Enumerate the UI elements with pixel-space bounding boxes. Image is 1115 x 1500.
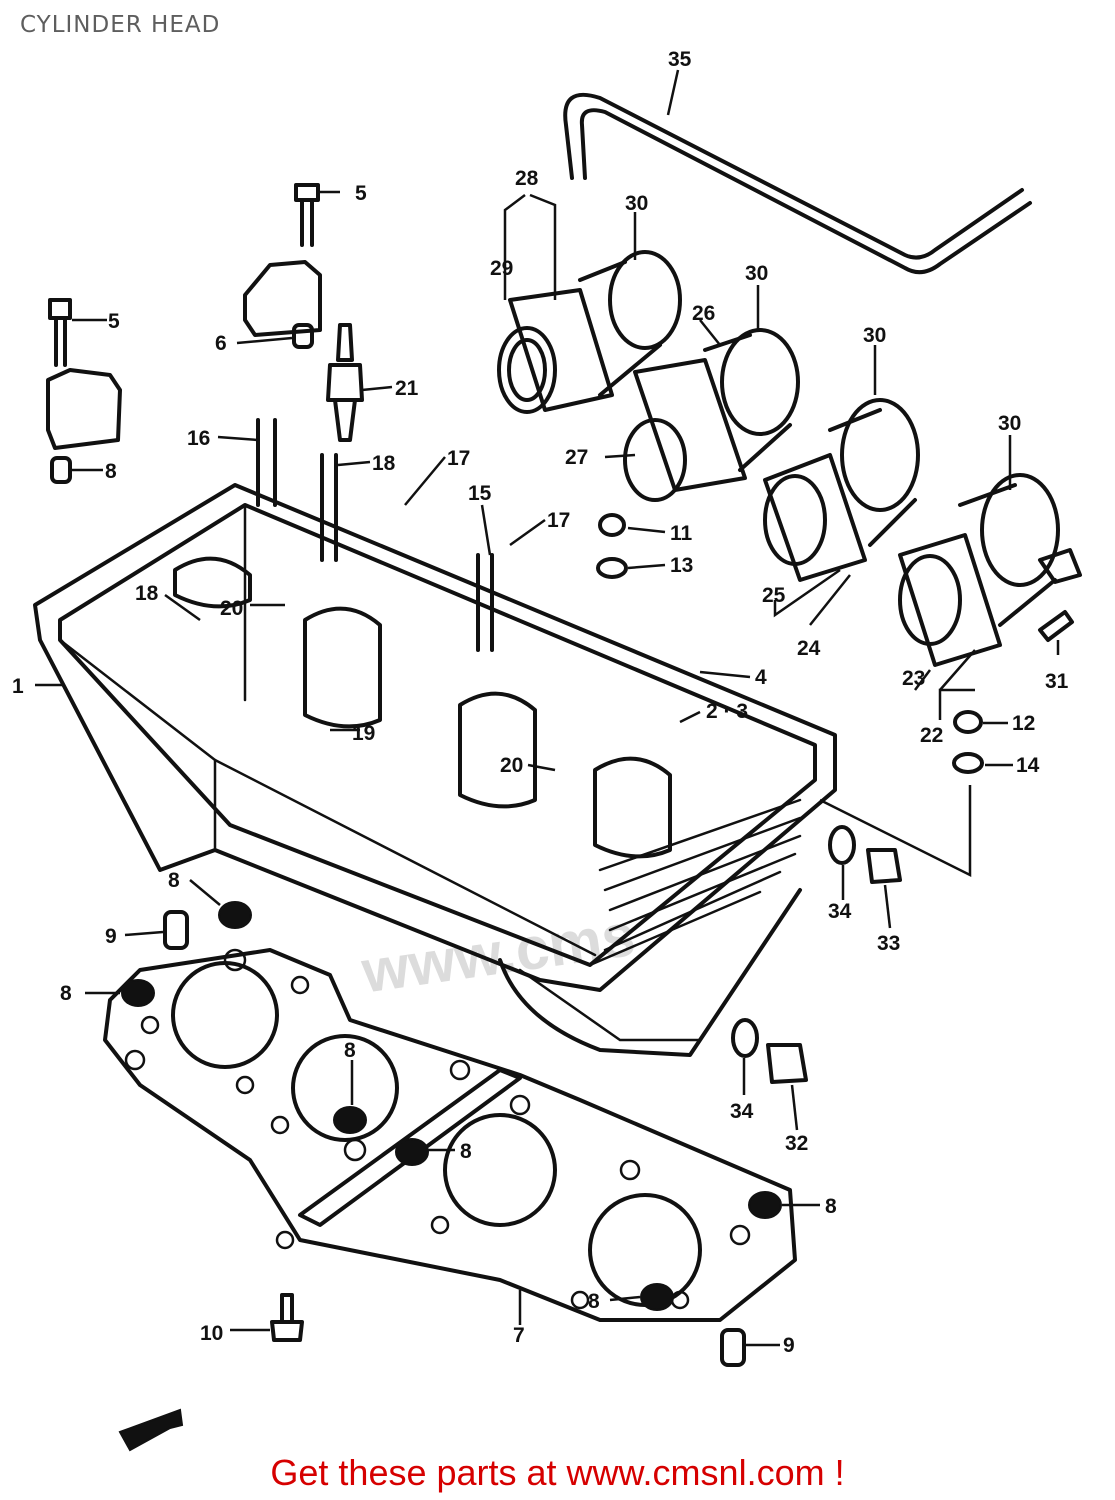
callout-4: 4 (755, 666, 767, 689)
footer-suffix: ! (824, 1452, 845, 1493)
callout-20-b: 20 (500, 754, 523, 777)
footer-prefix: Get these parts at (270, 1452, 567, 1493)
callout-9-b: 9 (783, 1334, 795, 1357)
callout-8-b: 8 (168, 869, 180, 892)
callout-18-b: 18 (135, 582, 159, 605)
callout-23: 23 (902, 667, 925, 690)
breather-hose (563, 92, 1032, 275)
callout-30-c: 30 (863, 324, 886, 347)
callout-2-3: 2 · 3 (706, 700, 748, 723)
callout-25: 25 (762, 584, 786, 607)
callout-27: 27 (565, 446, 588, 469)
page-title: CYLINDER HEAD (20, 12, 221, 38)
callout-32: 32 (785, 1132, 808, 1155)
callout-35: 35 (668, 48, 692, 71)
cylinder-head-gasket (103, 948, 797, 1322)
cmsnl-link[interactable]: www.cmsnl.com (566, 1452, 825, 1493)
callout-5-a: 5 (355, 182, 367, 205)
callout-15: 15 (468, 482, 492, 505)
callout-13: 13 (670, 554, 693, 577)
callout-22: 22 (920, 724, 943, 747)
callout-8-f: 8 (825, 1195, 837, 1218)
callout-8-a: 8 (105, 460, 117, 483)
callout-17-b: 17 (547, 509, 570, 532)
callout-6: 6 (215, 332, 227, 355)
callout-8-d: 8 (344, 1039, 356, 1062)
callout-labels: 35 28 29 30 30 30 30 26 27 5 5 6 21 8 16… (12, 48, 1069, 1357)
callout-5-b: 5 (108, 310, 120, 333)
intake-pipe-group (497, 250, 1082, 667)
callout-8-c: 8 (60, 982, 72, 1005)
spark-plug (326, 323, 364, 442)
callout-24: 24 (797, 637, 821, 660)
callout-26: 26 (692, 302, 715, 325)
callout-28: 28 (515, 167, 539, 190)
callout-17-a: 17 (447, 447, 470, 470)
callout-1: 1 (12, 675, 24, 698)
front-arrow-icon (118, 1408, 184, 1452)
loose-fasteners (121, 513, 1074, 1367)
callout-31: 31 (1045, 670, 1069, 693)
callout-14: 14 (1016, 754, 1040, 777)
callout-18-a: 18 (372, 452, 396, 475)
callout-16: 16 (187, 427, 210, 450)
callout-12: 12 (1012, 712, 1035, 735)
callout-11: 11 (670, 522, 693, 545)
intake-pipe-4 (898, 473, 1082, 667)
callout-8-e: 8 (460, 1140, 472, 1163)
intake-pipe-3 (763, 398, 920, 582)
callout-20-a: 20 (220, 597, 243, 620)
leader-lines (35, 69, 1060, 1347)
callout-30-d: 30 (998, 412, 1021, 435)
callout-34-a: 34 (828, 900, 852, 923)
callout-34-b: 34 (730, 1100, 754, 1123)
callout-8-g: 8 (588, 1290, 600, 1313)
intake-pipe-2 (623, 328, 800, 502)
camshaft-holders (46, 183, 322, 484)
callout-30-a: 30 (625, 192, 648, 215)
callout-21: 21 (395, 377, 419, 400)
intake-pipe-1 (497, 250, 682, 414)
callout-33: 33 (877, 932, 900, 955)
callout-7: 7 (513, 1324, 525, 1347)
callout-10: 10 (200, 1322, 223, 1345)
cylinder-head (33, 418, 837, 1057)
callout-9-a: 9 (105, 925, 117, 948)
callout-30-b: 30 (745, 262, 768, 285)
callout-19: 19 (352, 722, 375, 745)
footer-banner: Get these parts at www.cmsnl.com ! (0, 1452, 1115, 1494)
callout-29: 29 (490, 257, 513, 280)
